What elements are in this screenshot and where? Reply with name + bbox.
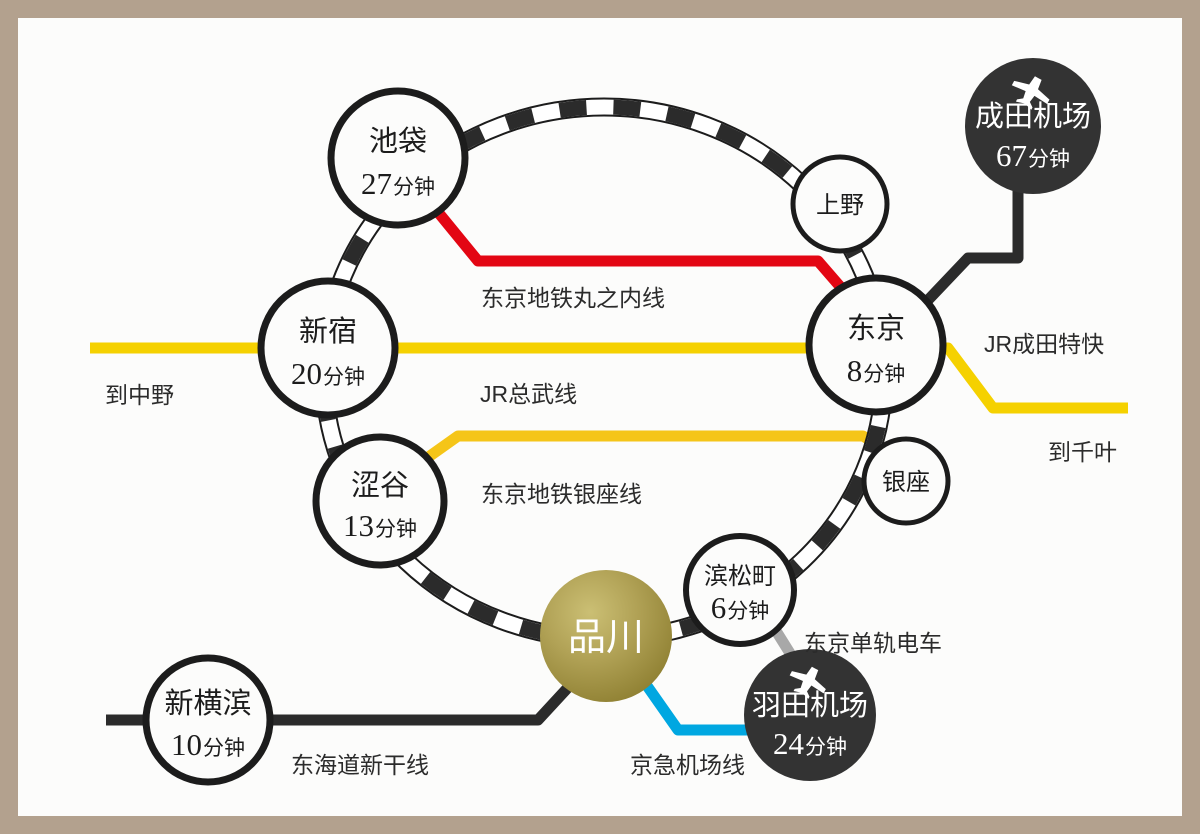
- station-label-tokyo: 东京: [847, 312, 905, 345]
- line-label-marunouchi: 东京地铁丸之内线: [481, 285, 665, 311]
- station-label-shinjuku: 新宿: [299, 315, 357, 348]
- station-node-hamamatsucho[interactable]: 滨松町 6分钟: [683, 533, 797, 647]
- line-label-sobu: JR总武线: [480, 381, 577, 407]
- terminus-label-to-chiba: 到千叶: [1048, 439, 1117, 465]
- line-jr-sobu: [90, 342, 1128, 414]
- airport-label-haneda: 羽田机场: [752, 689, 868, 722]
- terminus-label-to-nakano: 到中野: [105, 382, 174, 408]
- line-label-monorail: 东京单轨电车: [804, 630, 942, 656]
- station-time-shinyokohama: 10分钟: [171, 727, 245, 762]
- tokyo-transit-map-svg: 上野 银座 滨松町 6分钟 池袋 27分钟: [90, 58, 1128, 786]
- airplane-icon: [1011, 76, 1050, 110]
- map-canvas: 上野 银座 滨松町 6分钟 池袋 27分钟: [18, 18, 1182, 816]
- line-keikyu-airport: [633, 669, 766, 736]
- line-label-ginza: 东京地铁银座线: [481, 481, 642, 507]
- station-node-shibuya[interactable]: 涩谷 13分钟: [312, 433, 448, 569]
- station-label-shibuya: 涩谷: [351, 470, 409, 502]
- station-node-ginza[interactable]: 银座: [861, 436, 951, 526]
- station-time-shibuya: 13分钟: [343, 508, 417, 543]
- airport-node-narita[interactable]: 成田机场 67分钟: [965, 58, 1101, 194]
- airport-node-haneda[interactable]: 羽田机场 24分钟: [744, 649, 876, 781]
- line-label-keikyu: 京急机场线: [630, 752, 745, 778]
- station-time-hamamatsucho: 6分钟: [711, 590, 770, 625]
- station-node-ikebukuro[interactable]: 池袋 27分钟: [327, 87, 469, 229]
- station-time-shinjuku: 20分钟: [291, 356, 365, 391]
- station-node-shinjuku[interactable]: 新宿 20分钟: [257, 277, 399, 419]
- station-label-ikebukuro: 池袋: [369, 125, 427, 158]
- station-node-ueno[interactable]: 上野: [790, 154, 890, 254]
- station-time-ikebukuro: 27分钟: [361, 166, 435, 201]
- airplane-icon: [789, 666, 826, 699]
- line-label-tokaido-shinkansen: 东海道新干线: [291, 752, 429, 778]
- airport-label-narita: 成田机场: [975, 100, 1091, 133]
- station-label-shinyokohama: 新横滨: [164, 687, 251, 720]
- station-node-tokyo[interactable]: 东京 8分钟: [805, 274, 947, 416]
- line-ginza: [409, 430, 901, 473]
- station-node-shinagawa-hub[interactable]: 品川: [540, 570, 672, 702]
- station-label-shinagawa: 品川: [568, 617, 644, 659]
- station-node-shinyokohama[interactable]: 新横滨 10分钟: [142, 654, 274, 786]
- station-label-hamamatsucho: 滨松町: [704, 563, 776, 590]
- airport-time-haneda: 24分钟: [773, 726, 847, 761]
- station-label-ueno: 上野: [816, 192, 864, 219]
- airport-time-narita: 67分钟: [996, 138, 1070, 173]
- station-label-ginza: 银座: [882, 469, 930, 496]
- station-time-tokyo: 8分钟: [847, 353, 906, 388]
- line-narita-express: [907, 128, 1024, 322]
- line-label-narita-express: JR成田特快: [984, 331, 1104, 357]
